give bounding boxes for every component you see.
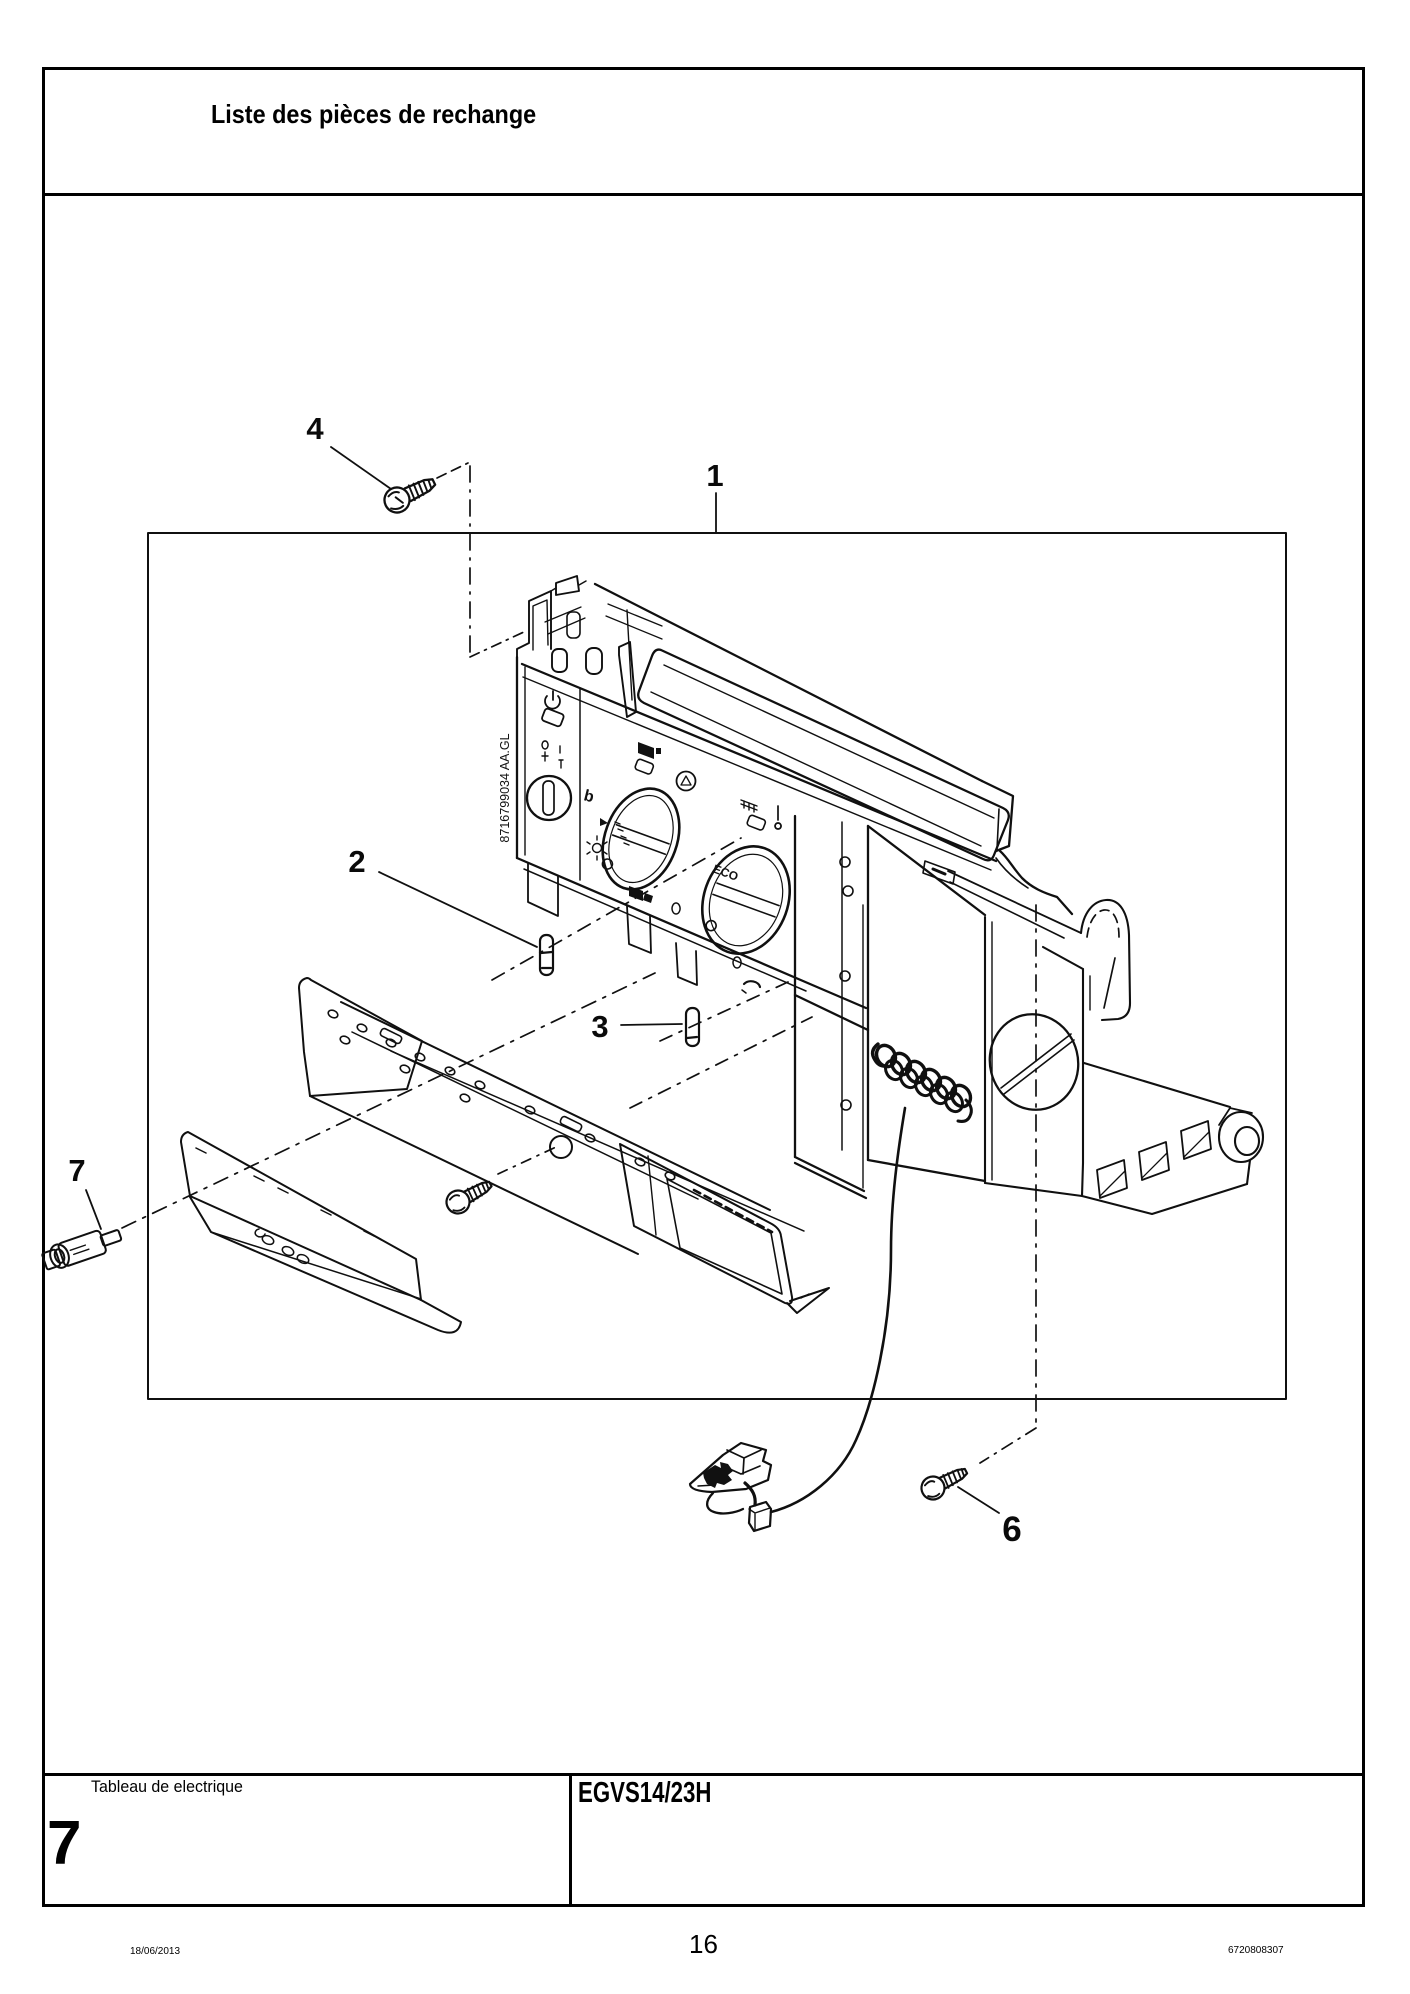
svg-text:1: 1 bbox=[706, 458, 723, 493]
svg-text:3: 3 bbox=[591, 1009, 608, 1044]
svg-text:4: 4 bbox=[306, 411, 324, 446]
svg-text:b: b bbox=[582, 787, 596, 806]
svg-text:2: 2 bbox=[348, 844, 365, 879]
svg-text:ECO: ECO bbox=[711, 862, 740, 884]
svg-text:6: 6 bbox=[1002, 1510, 1021, 1549]
svg-text:8716799034 AA.GL: 8716799034 AA.GL bbox=[498, 733, 512, 842]
svg-text:7: 7 bbox=[68, 1153, 85, 1188]
